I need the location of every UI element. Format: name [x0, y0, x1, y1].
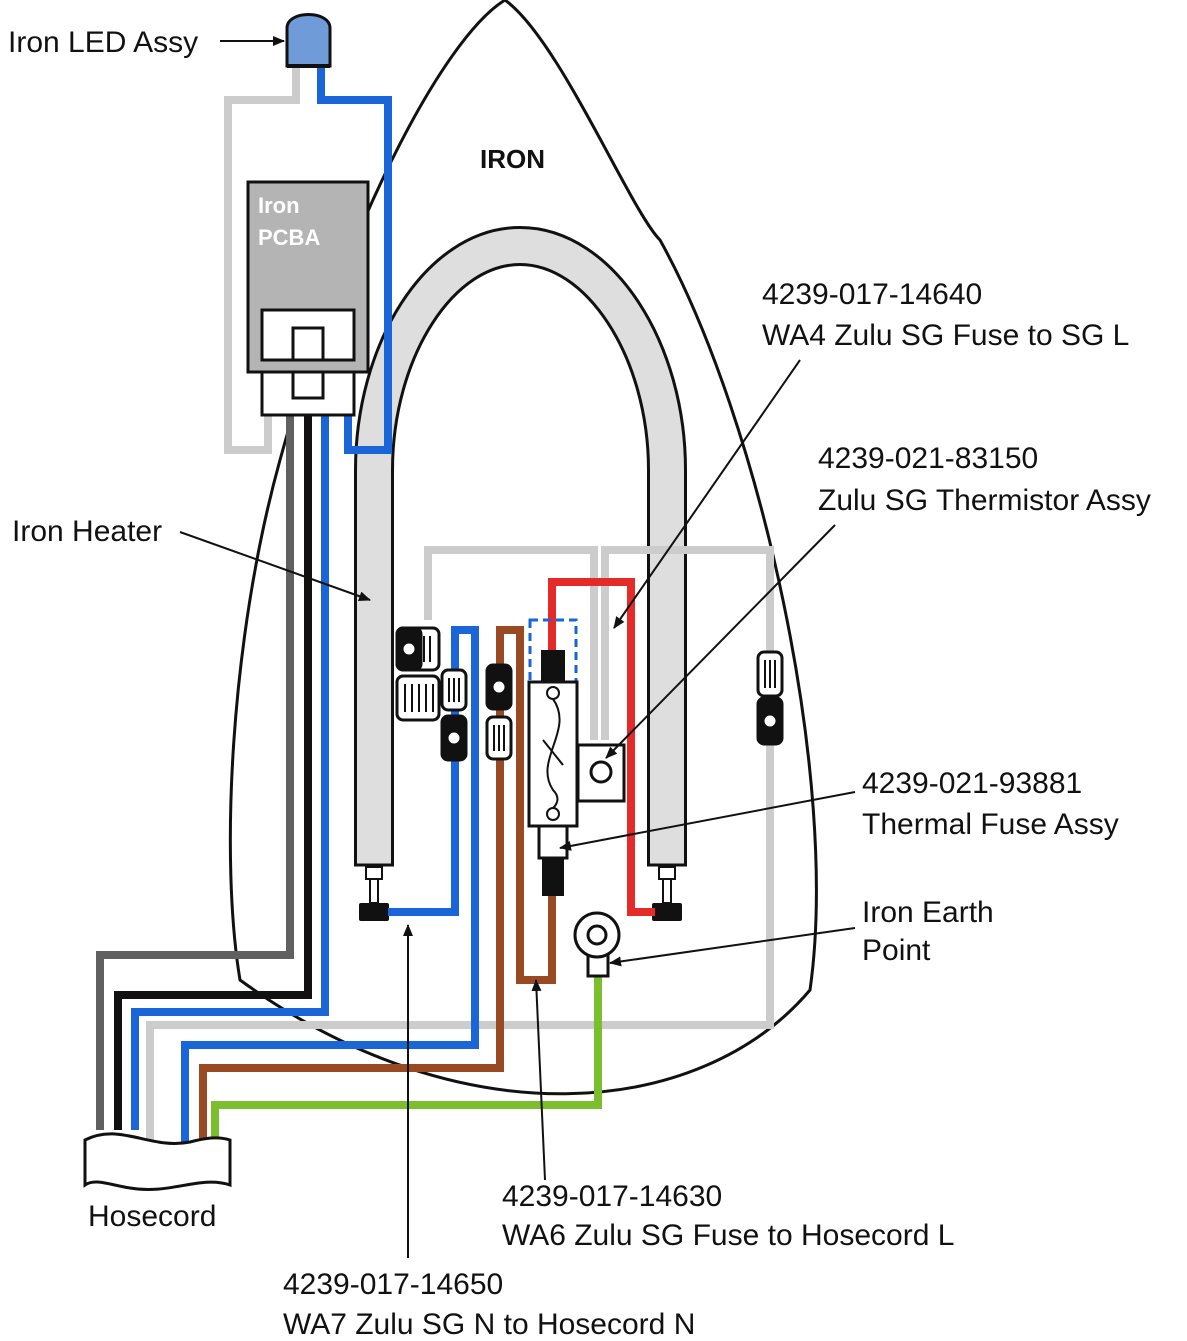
led-icon	[285, 13, 332, 68]
wire-clamps	[395, 626, 784, 762]
led-label: Iron LED Assy	[8, 26, 198, 59]
wa6-part-label: 4239-017-14630	[502, 1180, 722, 1213]
pcba-label-line1: Iron	[258, 193, 300, 218]
earth-label-line1: Iron Earth	[862, 896, 994, 929]
fuse-part-label: 4239-021-93881	[862, 767, 1082, 800]
wa6-desc-label: WA6 Zulu SG Fuse to Hosecord L	[502, 1219, 954, 1252]
leader-lines	[179, 36, 856, 1258]
hosecord-label: Hosecord	[88, 1200, 216, 1233]
red-wire	[548, 578, 655, 916]
iron-title: IRON	[480, 144, 545, 174]
wa7-desc-label: WA7 Zulu SG N to Hosecord N	[283, 1308, 695, 1341]
heater-label: Iron Heater	[12, 515, 162, 548]
green-earth-wire	[211, 975, 602, 1145]
fuse-desc-label: Thermal Fuse Assy	[862, 808, 1119, 841]
wa7-part-label: 4239-017-14650	[283, 1268, 503, 1301]
wa4-desc-label: WA4 Zulu SG Fuse to SG L	[762, 319, 1129, 352]
pcba-label-line2: PCBA	[258, 225, 320, 250]
pcba-to-hosecord-wires	[96, 415, 312, 1130]
thermistor-part-label: 4239-021-83150	[818, 442, 1038, 475]
earth-label-line2: Point	[862, 934, 931, 967]
blue-wires	[131, 68, 479, 1145]
thermistor-assy	[576, 743, 626, 803]
pcba-board: Iron PCBA	[246, 180, 370, 417]
brown-wire	[199, 626, 556, 1145]
wa4-part-label: 4239-017-14640	[762, 278, 982, 311]
earth-point-icon	[573, 911, 621, 978]
thermistor-desc-label: Zulu SG Thermistor Assy	[818, 484, 1151, 517]
hosecord-icon	[83, 1132, 232, 1191]
